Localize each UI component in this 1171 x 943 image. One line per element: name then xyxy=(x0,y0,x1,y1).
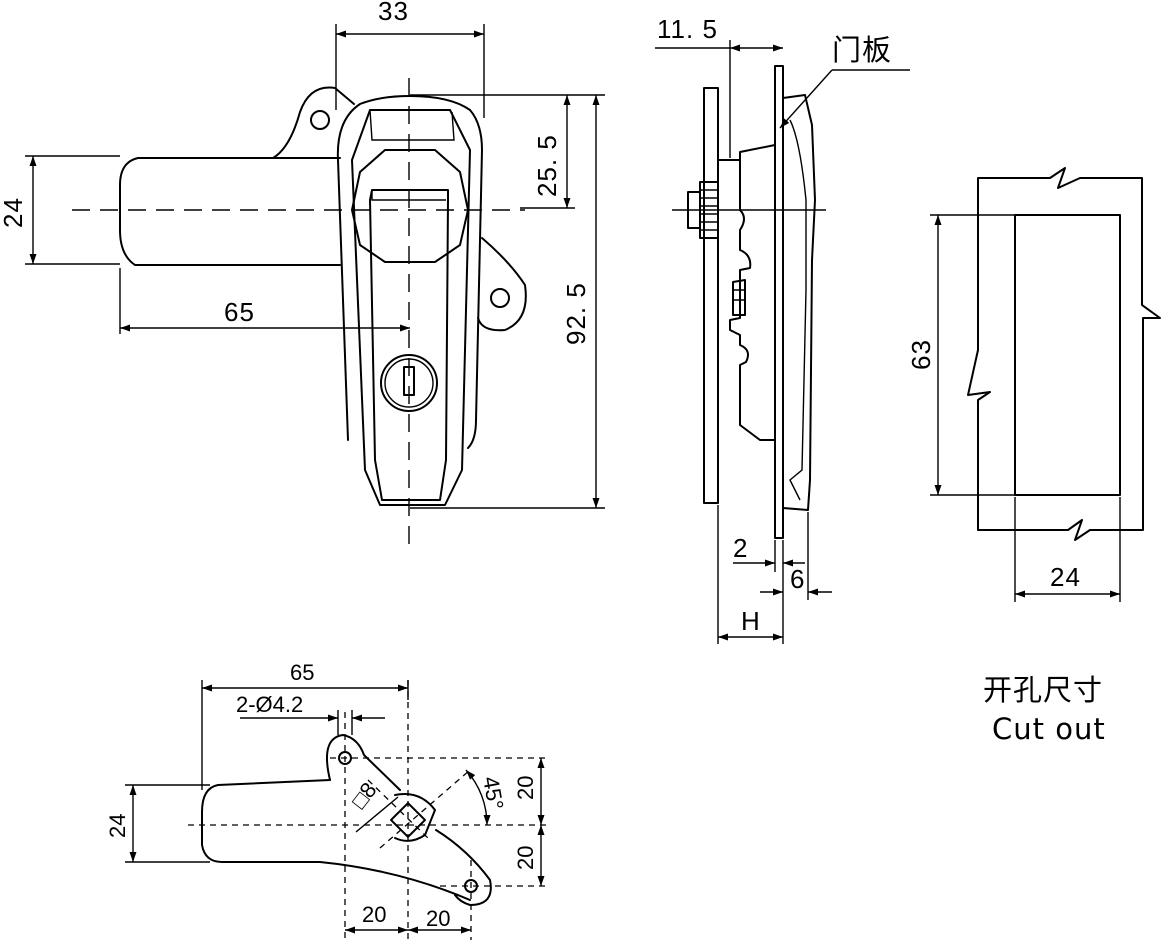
dim-width-33: 33 xyxy=(378,0,409,26)
lock-mechanism xyxy=(717,144,776,441)
mounting-ear xyxy=(477,237,527,332)
dim-square-8: □8 xyxy=(346,778,381,814)
handle-shaft xyxy=(119,86,355,266)
dim-63: 63 xyxy=(906,339,936,370)
caption-english: Cut out xyxy=(992,712,1106,746)
cutout-view: 63 24 开孔尺寸 Cut out xyxy=(906,167,1161,746)
ear-lower xyxy=(435,829,492,906)
octagon-hub xyxy=(351,149,469,263)
dim-length-65: 65 xyxy=(224,297,255,327)
handle-outline xyxy=(351,109,471,506)
bolt-head-icon xyxy=(687,181,719,239)
caption-chinese: 开孔尺寸 xyxy=(983,673,1103,707)
dim-2: 2 xyxy=(733,533,748,563)
panel-outline xyxy=(967,167,1161,541)
bottom-view: 65 2-Ø4.2 □8 45° 20 20 24 20 20 xyxy=(105,660,550,940)
side-view: 11. 5 门板 2 6 H xyxy=(655,14,910,644)
dim-6: 6 xyxy=(790,564,805,594)
hole-icon xyxy=(338,751,352,765)
dim-total-92-5: 92. 5 xyxy=(561,282,591,345)
cutout-rect xyxy=(1014,214,1121,496)
dim-angle-45: 45° xyxy=(478,775,508,812)
dim-20-right-lower: 20 xyxy=(513,846,538,870)
handle-profile xyxy=(782,94,816,511)
square-drive-icon xyxy=(390,802,426,838)
door-panel-label: 门板 xyxy=(832,33,892,67)
dim-65-bottom: 65 xyxy=(290,660,314,685)
door-panel xyxy=(774,65,784,539)
dim-20-bottom-left: 20 xyxy=(362,902,386,927)
lever-top xyxy=(371,190,446,201)
handle-inner xyxy=(369,109,455,141)
lock-cylinder-icon xyxy=(380,354,438,412)
latch-block xyxy=(732,279,746,316)
dim-h: H xyxy=(741,606,761,636)
dim-upper-25-5: 25. 5 xyxy=(532,134,562,197)
ear-upper xyxy=(326,734,401,791)
dim-24-cutout: 24 xyxy=(1050,562,1081,592)
housing-outline xyxy=(336,95,483,449)
mount-hole-icon xyxy=(490,288,510,308)
handle-outline-bottom xyxy=(201,779,471,901)
lever-body xyxy=(369,189,449,501)
dim-height-24: 24 xyxy=(0,197,28,228)
mount-hole-icon xyxy=(310,110,330,130)
dim-24-bottom: 24 xyxy=(105,814,130,838)
dim-20-right-upper: 20 xyxy=(513,776,538,800)
dim-11-5: 11. 5 xyxy=(657,14,718,44)
back-plate xyxy=(703,87,719,504)
dim-holes: 2-Ø4.2 xyxy=(236,692,303,717)
hub-arc xyxy=(394,793,436,842)
dim-20-bottom-right: 20 xyxy=(426,906,450,931)
front-view: 33 24 65 25. 5 92. 5 xyxy=(0,0,605,548)
